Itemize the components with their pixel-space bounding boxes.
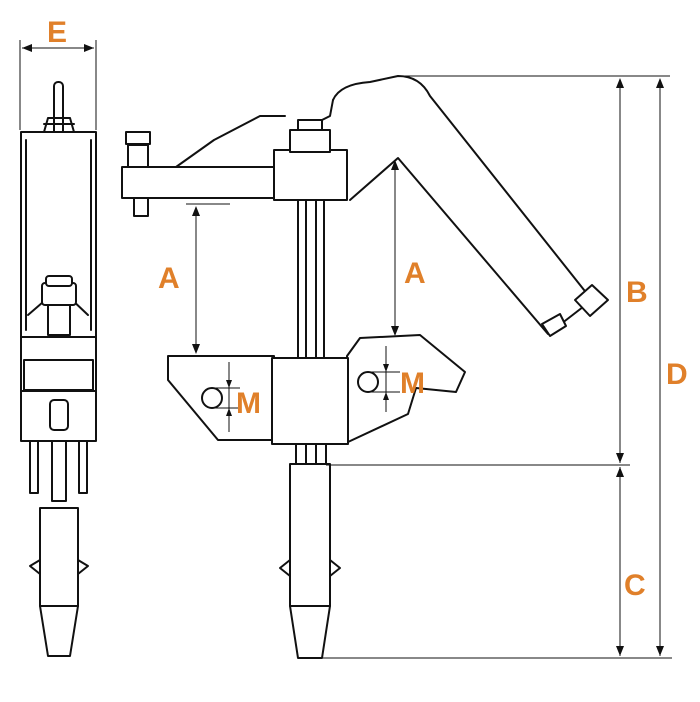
label-e: E bbox=[47, 16, 67, 49]
label-d: D bbox=[666, 358, 688, 391]
label-c: C bbox=[624, 569, 646, 602]
dimension-a-right bbox=[391, 160, 399, 336]
label-m-left: M bbox=[236, 387, 261, 420]
dimension-c bbox=[326, 464, 630, 656]
side-view bbox=[19, 40, 97, 657]
label-b: B bbox=[626, 276, 648, 309]
label-a-left: A bbox=[158, 262, 180, 295]
dimension-a-left bbox=[186, 203, 230, 354]
dimension-e bbox=[19, 40, 97, 130]
dimension-b bbox=[400, 75, 670, 463]
dimension-m-left bbox=[213, 362, 240, 432]
label-m-right: M bbox=[400, 367, 425, 400]
dimension-m-right bbox=[368, 346, 400, 412]
label-a-right: A bbox=[404, 257, 426, 290]
front-view bbox=[121, 75, 609, 659]
dimension-d bbox=[322, 78, 672, 659]
